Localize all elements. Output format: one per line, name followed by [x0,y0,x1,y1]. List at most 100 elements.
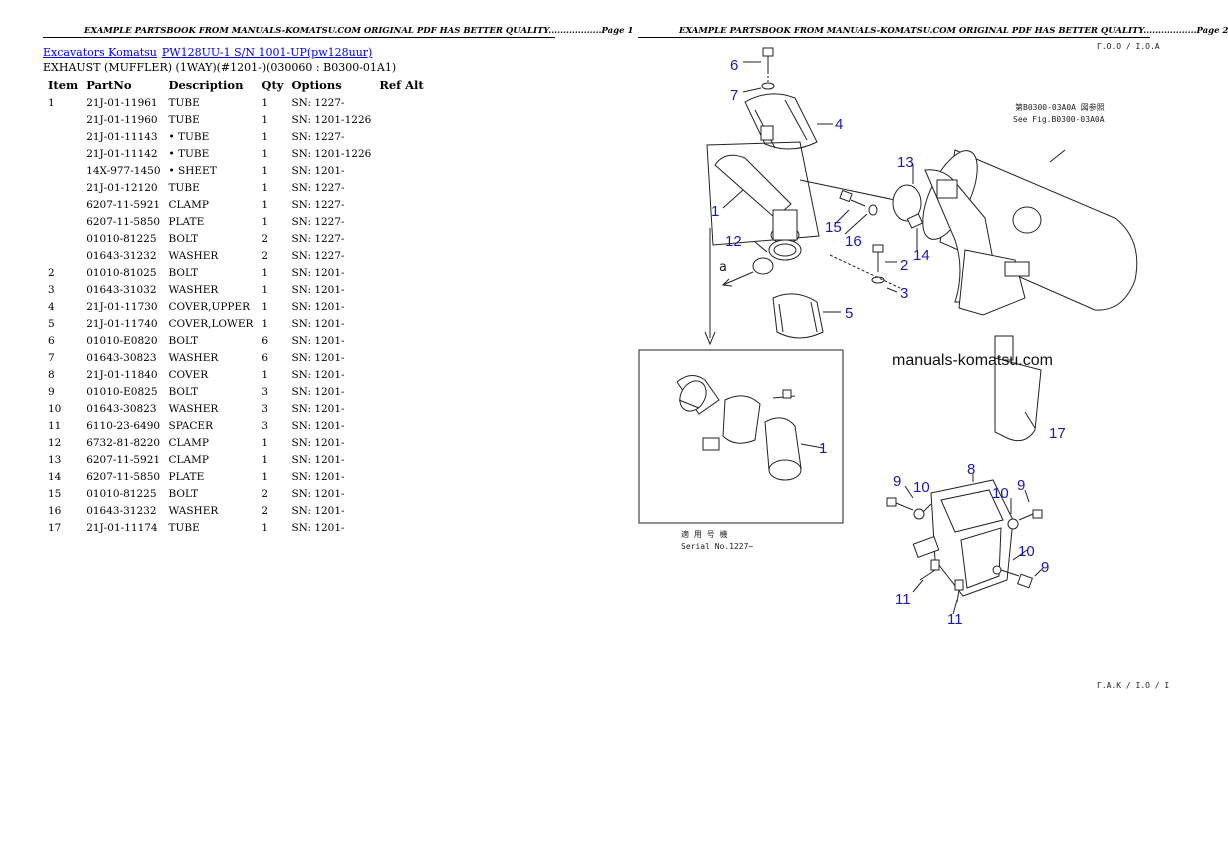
col-description-cell: COVER [168,368,209,381]
col-item-cell: 10 [48,402,62,415]
col-ref-alt-cell [375,383,427,400]
col-item-cell [44,213,82,230]
col-partno-cell: 21J-01-11143 [86,130,158,143]
col-description-cell: BOLT [168,266,199,279]
col-options-cell: SN: 1201- [291,436,345,449]
col-ref-alt-cell [375,451,427,468]
col-partno-cell: 6110-23-6490 [86,419,161,432]
detail-view-box [638,349,844,524]
col-qty-cell: 1 [261,113,269,126]
breadcrumb-link-category[interactable]: Excavators Komatsu [43,46,157,59]
callout-10: 10 [913,479,930,496]
callout-3: 3 [900,285,908,302]
col-qty-cell: 6 [261,351,269,364]
col-options-cell: SN: 1201- [291,521,345,534]
col-ref-alt-cell [375,230,427,247]
col-options-cell: SN: 1201-1226 [291,147,372,160]
page-title: EXHAUST (MUFFLER) (1WAY)(#1201-)(030060 … [43,61,397,74]
col-ref-alt-cell [375,519,427,536]
callout-6: 6 [730,57,738,74]
col-options-cell: SN: 1227- [291,215,345,228]
col-description-cell: WASHER [168,504,219,517]
col-qty-cell: 1 [261,266,269,279]
header-rule [43,37,555,38]
cover-upper-part [744,93,818,150]
col-options-cell: SN: 1227- [291,96,345,109]
col-partno-cell: 21J-01-11961 [86,96,158,109]
tube-1-part [714,154,802,261]
col-partno-cell: 21J-01-11840 [86,368,158,381]
col-description-cell: TUBE [168,113,200,126]
col-qty-cell: 1 [261,317,269,330]
col-qty-cell: 1 [261,300,269,313]
callout-14: 14 [913,247,930,264]
clamp-13-part [892,184,922,222]
col-ref-alt-cell [375,315,427,332]
breadcrumb-link-model[interactable]: PW128UU-1 S/N 1001-UP(pw128uur) [161,46,373,59]
col-description-cell: WASHER [168,351,219,364]
col-partno-cell: 21J-01-11730 [86,300,158,313]
col-item-cell: 14 [48,470,62,483]
col-options-cell: SN: 1201- [291,300,345,313]
callout-11: 11 [947,611,963,628]
col-description-cell: BOLT [168,232,199,245]
col-qty-cell: 1 [261,147,269,160]
col-partno-cell: 01643-31232 [86,504,157,517]
col-options-cell: SN: 1201- [291,283,345,296]
col-description-cell: WASHER [168,283,219,296]
col-partno-cell: 21J-01-11174 [86,521,158,534]
col-partno-cell: 01010-E0820 [86,334,158,347]
col-options-cell: SN: 1201- [291,402,345,415]
col-qty-cell: 1 [261,453,269,466]
col-partno-cell: 01010-81025 [86,266,157,279]
page-ref-top: Γ.Ο.Ο / Ι.Ο.Α [1097,42,1160,51]
col-item-cell: 17 [48,521,62,534]
see-fig-jp: 第B0300-03A0A 図参照 [1015,102,1105,112]
callout-9: 9 [1017,477,1025,494]
callout-1: 1 [711,203,719,220]
col-options-cell: SN: 1201- [291,368,345,381]
col-partno-cell: 6207-11-5921 [86,453,161,466]
col-options-cell: SN: 1201- [291,453,345,466]
col-item-cell: 9 [48,385,55,398]
col-qty-cell: 1 [261,470,269,483]
col-description-cell: PLATE [168,215,205,228]
col-item-cell [44,111,82,128]
col-description-cell: WASHER [168,249,219,262]
col-partno-cell: 21J-01-11960 [86,113,158,126]
col-options-cell: SN: 1201- [291,487,345,500]
col-options-header: Options [291,78,342,92]
col-qty-cell: 1 [261,283,269,296]
col-partno-cell: 6207-11-5921 [86,198,161,211]
bolt-15-part [839,189,878,216]
callout-9: 9 [1041,559,1049,576]
serial-en: Serial No.1227~ [681,542,753,551]
col-item-cell: 6 [48,334,55,347]
col-qty-cell: 3 [261,385,269,398]
col-item-cell [44,196,82,213]
col-partno-cell: 01643-30823 [86,402,157,415]
col-ref-alt-cell [375,417,427,434]
callout-12: 12 [725,233,742,250]
col-item-cell: 16 [48,504,62,517]
muffler-part [922,149,1138,316]
col-partno-cell: 6732-81-8220 [86,436,161,449]
col-options-cell: SN: 1201- [291,266,345,279]
callout-5: 5 [845,305,853,322]
breadcrumb: Excavators Komatsu PW128UU-1 S/N 1001-UP(… [43,46,372,59]
col-ref-alt-header: Ref Alt [379,78,424,92]
col-ref-alt-cell [375,485,427,502]
view-label-a: a [719,260,727,275]
col-qty-cell: 1 [261,181,269,194]
